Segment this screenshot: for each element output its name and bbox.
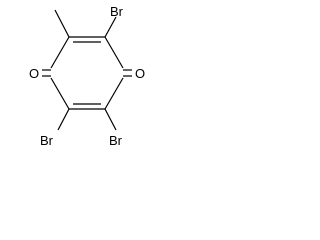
atom-label-br-top-right: Br [110, 4, 124, 19]
structure-diagram: Br O O Br Br [29, 4, 145, 148]
bond-c3-c4 [104, 77, 124, 110]
bond-c5-br [57, 108, 70, 131]
bond-c2-c3 [104, 36, 124, 69]
bond-c5-c6 [50, 77, 70, 110]
atom-label-o-left: O [29, 66, 39, 81]
atom-label-br-bottom-left: Br [40, 133, 54, 148]
bond-c4-br [104, 108, 117, 131]
bond-c2-br [104, 16, 117, 38]
atom-label-o-right: O [135, 66, 145, 81]
bond-c6-c1 [50, 36, 70, 69]
bond-methyl [54, 9, 70, 38]
atom-label-br-bottom-right: Br [109, 133, 123, 148]
